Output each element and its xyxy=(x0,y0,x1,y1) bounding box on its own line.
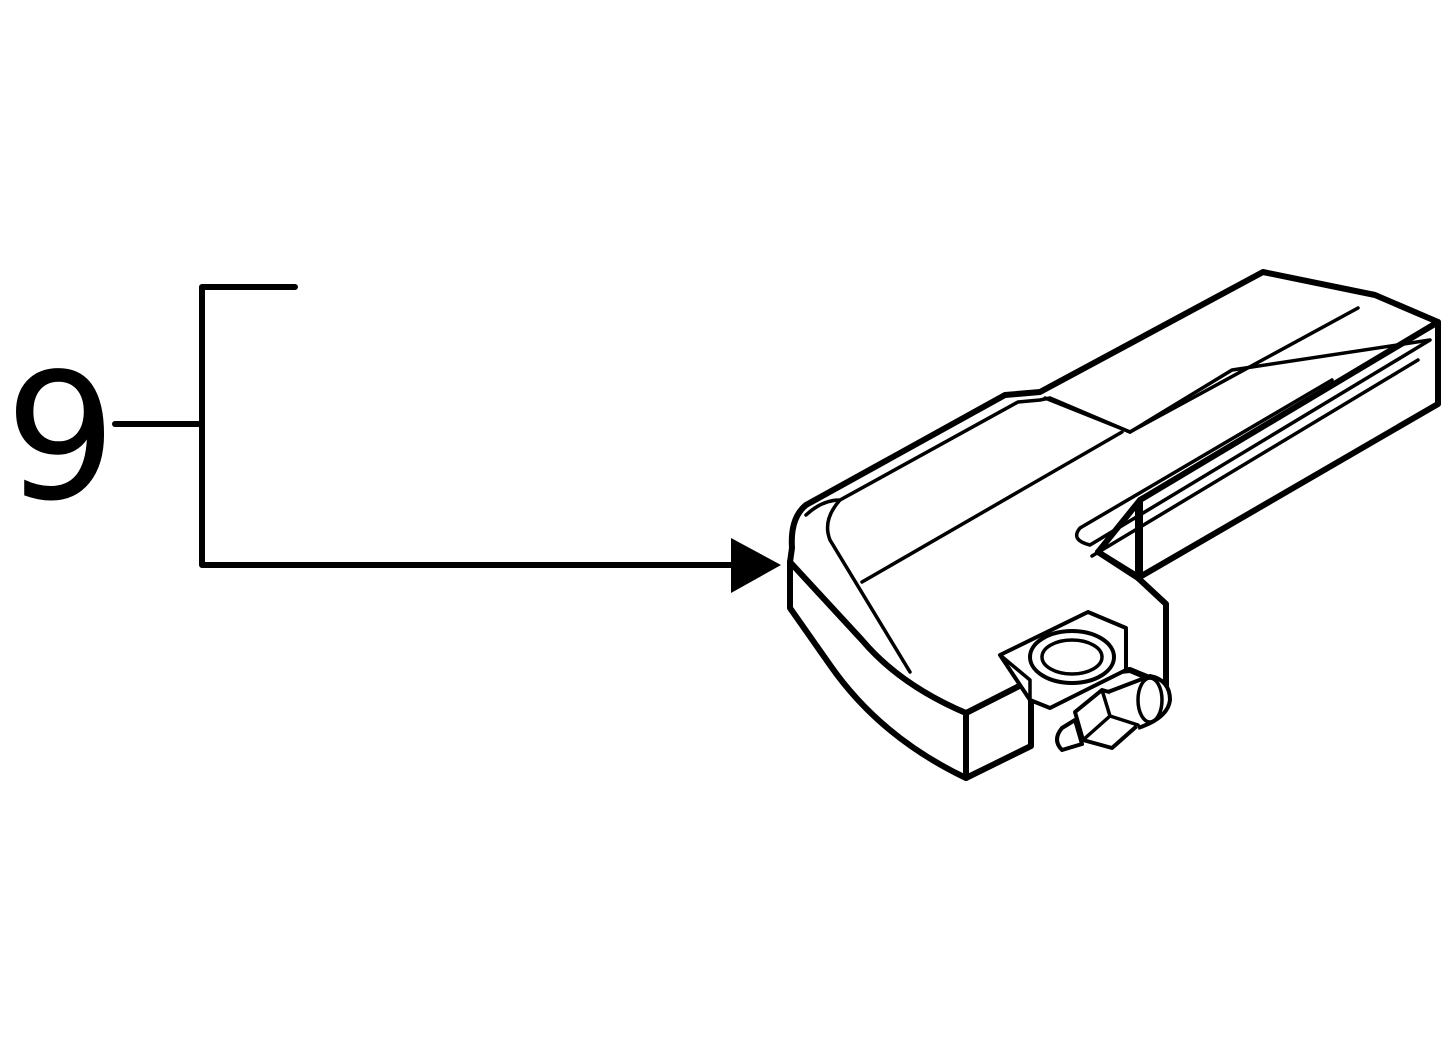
callout-arrowhead xyxy=(731,538,781,593)
part-arm-front-edge xyxy=(1095,497,1143,581)
grease-nipple-facet-3 xyxy=(1081,714,1112,742)
part-recess-inner xyxy=(998,653,1032,702)
grease-nipple-ring xyxy=(1136,676,1164,724)
part-groove-long-1 xyxy=(860,430,1124,584)
part-fitting-seat-inner xyxy=(1040,638,1104,676)
part-groove-long-3 xyxy=(1128,306,1360,434)
grease-nipple-facet-2 xyxy=(1108,714,1140,727)
part-top-surface xyxy=(787,269,1441,716)
grease-nipple-tip xyxy=(1055,718,1084,752)
callout-number-label: 9 xyxy=(5,337,116,540)
callout-bracket xyxy=(112,284,738,568)
grease-nipple-facet-1 xyxy=(1100,688,1112,718)
part-illustration xyxy=(787,269,1441,781)
grease-nipple xyxy=(1055,674,1172,752)
part-groove-long-2 xyxy=(1090,358,1420,558)
part-step-line xyxy=(1043,396,1132,434)
